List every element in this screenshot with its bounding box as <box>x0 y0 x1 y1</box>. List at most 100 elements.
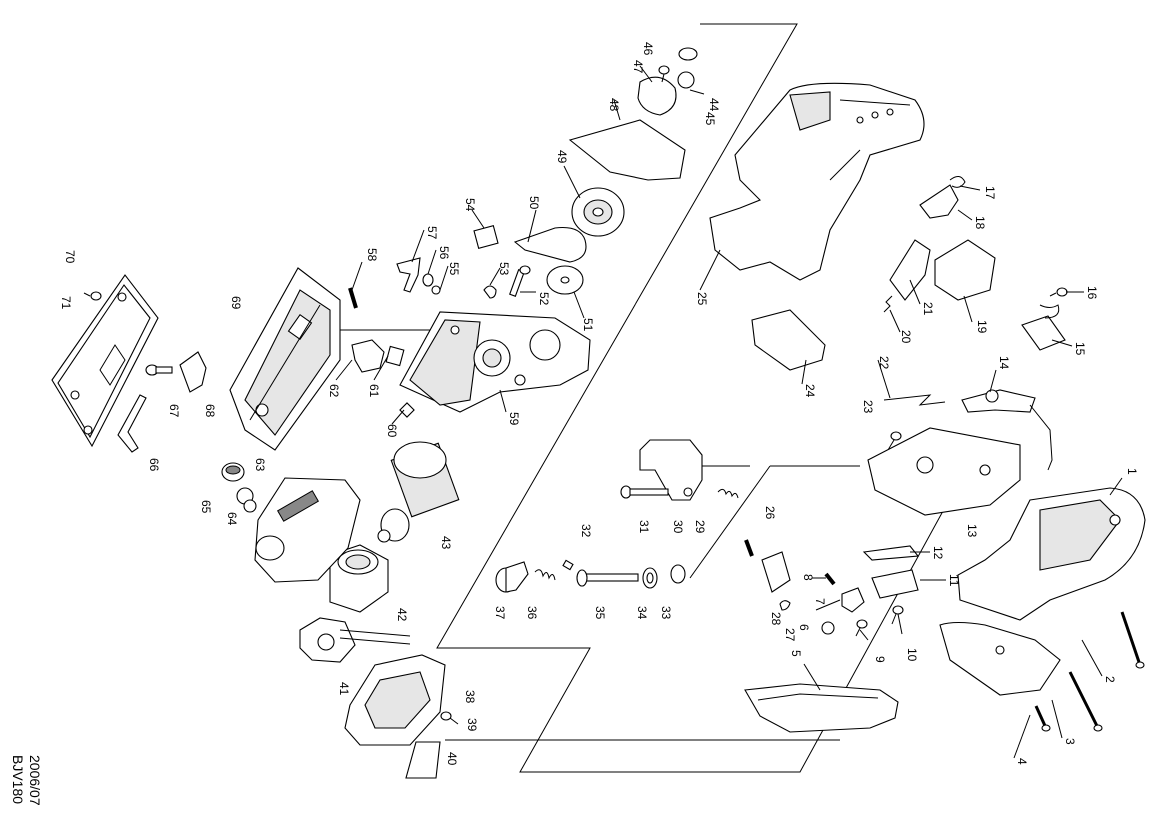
label-49: 49 <box>555 150 569 164</box>
model-number: BJV180 <box>10 755 26 804</box>
label-35: 35 <box>593 606 607 620</box>
leader-lines <box>335 65 1123 759</box>
label-47: 47 <box>631 60 645 74</box>
label-67: 67 <box>167 404 181 418</box>
label-12: 12 <box>931 546 945 560</box>
label-19: 19 <box>975 320 989 334</box>
part-13-cover <box>867 427 1021 516</box>
part-69-housing-half <box>229 267 341 451</box>
label-13: 13 <box>965 524 979 538</box>
label-28: 28 <box>769 612 783 626</box>
part-68-clamp <box>179 351 207 393</box>
label-40: 40 <box>445 752 459 766</box>
label-64: 64 <box>225 512 239 526</box>
label-61: 61 <box>367 384 381 398</box>
part-6-roller <box>821 621 835 635</box>
label-26: 26 <box>763 506 777 520</box>
label-65: 65 <box>199 500 213 514</box>
part-63-motor-housing <box>254 477 361 583</box>
label-43: 43 <box>439 536 453 550</box>
part-48-guide-plate <box>568 119 686 181</box>
label-52: 52 <box>537 292 551 306</box>
part-64-knob <box>236 487 257 513</box>
part-34-ring <box>642 567 658 589</box>
part-12-guide <box>862 545 920 561</box>
label-53: 53 <box>497 262 511 276</box>
label-37: 37 <box>493 606 507 620</box>
part-54-pad <box>473 225 499 249</box>
label-41: 41 <box>337 682 351 696</box>
label-59: 59 <box>507 412 521 426</box>
label-18: 18 <box>973 216 987 230</box>
label-36: 36 <box>525 606 539 620</box>
part-30-holder <box>639 439 703 501</box>
part-17-spring <box>949 176 966 188</box>
part-52-screw <box>509 265 531 297</box>
part-41-brush-holder <box>299 617 411 663</box>
part-27-clip <box>779 600 791 611</box>
part-57-lever <box>396 257 421 293</box>
label-44: 44 <box>707 98 721 112</box>
part-43-armature <box>377 441 460 543</box>
part-26-pin <box>744 539 754 557</box>
part-46-screw <box>658 65 670 83</box>
part-67-screw <box>145 364 173 376</box>
part-65-dial <box>221 462 245 482</box>
label-66: 66 <box>147 458 161 472</box>
label-70: 70 <box>63 250 77 264</box>
label-33: 33 <box>659 606 673 620</box>
part-5-base-shoe <box>744 683 899 733</box>
label-11: 11 <box>947 574 961 587</box>
label-46: 46 <box>641 42 655 56</box>
part-18-lever <box>919 184 959 219</box>
label-21: 21 <box>921 302 935 316</box>
label-10: 10 <box>905 648 919 662</box>
label-34: 34 <box>635 606 649 620</box>
part-59-gear-housing <box>399 311 591 413</box>
part-7-holder <box>841 587 865 613</box>
label-57: 57 <box>425 226 439 240</box>
label-6: 6 <box>797 624 811 631</box>
label-8: 8 <box>801 574 815 581</box>
label-9: 9 <box>873 656 887 663</box>
label-23: 23 <box>861 400 875 414</box>
label-45: 45 <box>703 112 717 126</box>
part-42-field <box>329 544 389 613</box>
part-62-bracket <box>351 339 385 373</box>
part-8-pin <box>824 572 836 586</box>
label-15: 15 <box>1073 342 1087 356</box>
part-50-plate <box>513 226 587 263</box>
part-1-housing <box>939 487 1146 696</box>
label-42: 42 <box>395 608 409 622</box>
part-39-screw <box>440 711 459 725</box>
part-35-shaft <box>576 569 639 587</box>
label-56: 56 <box>437 246 451 260</box>
label-63: 63 <box>253 458 267 472</box>
part-16-screw <box>1049 287 1068 297</box>
part-3-screw <box>1068 671 1103 732</box>
label-58: 58 <box>365 248 379 262</box>
label-7: 7 <box>813 598 827 605</box>
label-24: 24 <box>803 384 817 398</box>
label-69: 69 <box>229 296 243 310</box>
label-5: 5 <box>789 650 803 657</box>
part-22-spring-wire <box>883 394 946 406</box>
label-4: 4 <box>1015 758 1029 765</box>
label-48: 48 <box>607 98 621 112</box>
part-25-housing <box>709 82 925 281</box>
part-15-plate <box>1021 315 1066 351</box>
label-68: 68 <box>203 404 217 418</box>
part-4-screw <box>1034 705 1051 732</box>
part-58-pin <box>348 287 358 309</box>
label-50: 50 <box>527 196 541 210</box>
part-53-clip <box>483 285 497 299</box>
part-47-plate <box>637 76 677 116</box>
label-60: 60 <box>385 424 399 438</box>
label-71: 71 <box>59 296 73 310</box>
label-31: 31 <box>637 520 651 534</box>
part-56-spring <box>422 273 434 287</box>
label-27: 27 <box>783 628 797 642</box>
part-14-lever <box>961 389 1053 471</box>
label-22: 22 <box>877 356 891 370</box>
